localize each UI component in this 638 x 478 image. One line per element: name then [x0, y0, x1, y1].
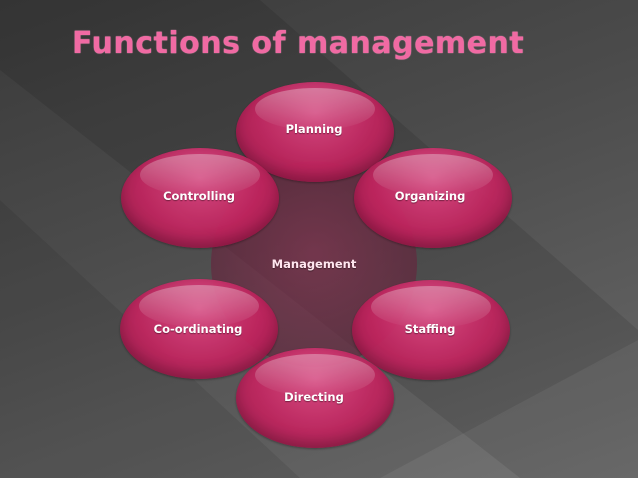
- node-label-coordinating: Co-ordinating: [153, 322, 243, 336]
- node-planning-ellipse: [236, 82, 394, 182]
- center-label: Management: [271, 257, 357, 271]
- node-controlling-ellipse: [121, 148, 279, 248]
- node-organizing-ellipse: [354, 148, 512, 248]
- node-label-directing: Directing: [284, 390, 344, 404]
- node-label-organizing: Organizing: [394, 189, 466, 203]
- node-label-controlling: Controlling: [163, 189, 235, 203]
- slide-title: Functions of management: [72, 26, 525, 61]
- node-directing-ellipse: [236, 348, 394, 448]
- node-label-staffing: Staffing: [404, 322, 456, 336]
- node-label-planning: Planning: [285, 122, 343, 136]
- node-coordinating-ellipse: [120, 279, 278, 379]
- node-staffing-ellipse: [352, 280, 510, 380]
